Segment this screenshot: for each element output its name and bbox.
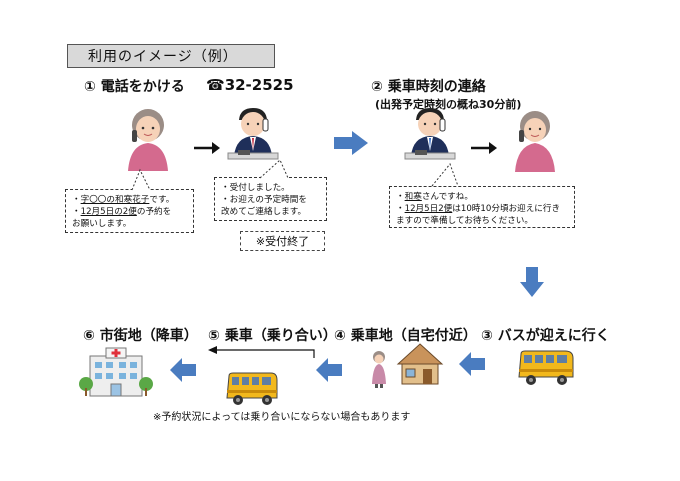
- bus-icon: [518, 350, 574, 385]
- step-2-label: 乗車時刻の連絡: [387, 79, 486, 95]
- caller-speech-bubble: ・字〇〇の和寒花子です。 ・12月5日の2便の予約を お願いします。: [65, 189, 194, 233]
- step-1-heading: ① 電話をかける: [84, 76, 185, 96]
- bubble-tail: [431, 163, 459, 187]
- bubble-text: です。: [149, 195, 175, 205]
- operator-man-icon: [227, 108, 279, 160]
- bubble-text: ・お迎えの予定時間を: [221, 195, 307, 205]
- callback-speech-bubble: ・和寒さんですね。 ・12月5日2便は10時10分頃お迎えに行き ますので準備し…: [389, 186, 575, 228]
- ride-line-arrow: [208, 346, 315, 358]
- bubble-text: ・: [396, 204, 405, 214]
- bubble-text: ますので準備してお待ちください。: [396, 216, 533, 226]
- step-2-number: ②: [371, 79, 383, 95]
- bus-icon: [226, 372, 278, 405]
- bubble-text: ・: [72, 207, 81, 217]
- bubble-text: 改めてご連絡します。: [221, 207, 307, 217]
- step-3-number: ③: [481, 328, 493, 344]
- step-4-heading: ④ 乗車地（自宅付近）: [334, 325, 477, 345]
- step-1-number: ①: [84, 79, 96, 95]
- bubble-text-underlined: 字〇〇の和寒花子: [80, 195, 150, 205]
- step-6-number: ⑥: [83, 328, 95, 344]
- elderly-woman-phone-icon: [128, 109, 168, 171]
- bubble-text-underlined: 12月5日2便: [404, 204, 453, 214]
- flow-arrow-left-icon: [459, 352, 485, 376]
- step-4-number: ④: [334, 328, 346, 344]
- step-5-heading: ⑤ 乗車（乗り合い）: [208, 325, 337, 345]
- elderly-woman-phone-icon: [515, 111, 555, 172]
- bubble-text: ・: [72, 195, 81, 205]
- step-6-label: 市街地（降車）: [99, 328, 198, 344]
- flow-arrow-down-icon: [520, 267, 544, 297]
- flow-arrow-left-icon: [170, 358, 196, 382]
- elderly-woman-icon: [372, 351, 386, 388]
- bubble-text-underlined: 12月5日の2便: [80, 207, 137, 217]
- flow-arrow-left-icon: [316, 358, 342, 382]
- step-4-label: 乗車地（自宅付近）: [350, 328, 477, 344]
- flow-arrow-right-icon: [334, 131, 368, 155]
- step-1-label: 電話をかける: [100, 79, 185, 95]
- bubble-text: さんですね。: [421, 192, 473, 202]
- footnote: ※予約状況によっては乗り合いにならない場合もあります: [153, 412, 411, 423]
- reception-end-label: ※受付終了: [240, 231, 325, 251]
- bubble-text: は10時10分頃お迎えに行き: [452, 204, 561, 214]
- operator-speech-bubble: ・受付しました。 ・お迎えの予定時間を 改めてご連絡します。: [214, 177, 327, 221]
- arrow-right-icon: [471, 142, 497, 154]
- step-3-heading: ③ バスが迎えに行く: [481, 325, 610, 345]
- phone-number: ☎32-2525: [206, 76, 294, 94]
- hospital-building-icon: [79, 347, 153, 397]
- step-3-label: バスが迎えに行く: [497, 328, 610, 344]
- bubble-tail: [259, 159, 289, 179]
- page-title: 利用のイメージ（例）: [67, 44, 275, 68]
- step-5-label: 乗車（乗り合い）: [224, 328, 337, 344]
- bubble-tail: [131, 168, 151, 191]
- operator-man-icon: [404, 108, 456, 160]
- house-icon: [396, 343, 444, 385]
- step-5-number: ⑤: [208, 328, 220, 344]
- arrow-right-icon: [194, 142, 220, 154]
- bubble-text: ・: [396, 192, 405, 202]
- phone-number-text: 32-2525: [224, 76, 294, 94]
- step-6-heading: ⑥ 市街地（降車）: [83, 325, 198, 345]
- step-2-heading: ② 乗車時刻の連絡: [371, 76, 486, 96]
- bubble-text: ・受付しました。: [221, 183, 290, 193]
- bubble-text: お願いします。: [72, 219, 132, 229]
- step-2-sub: (出発予定時刻の概ね30分前): [375, 98, 522, 111]
- bubble-text-underlined: 和寒: [404, 192, 422, 202]
- telephone-icon: ☎: [206, 76, 225, 94]
- bubble-text: の予約を: [136, 207, 172, 217]
